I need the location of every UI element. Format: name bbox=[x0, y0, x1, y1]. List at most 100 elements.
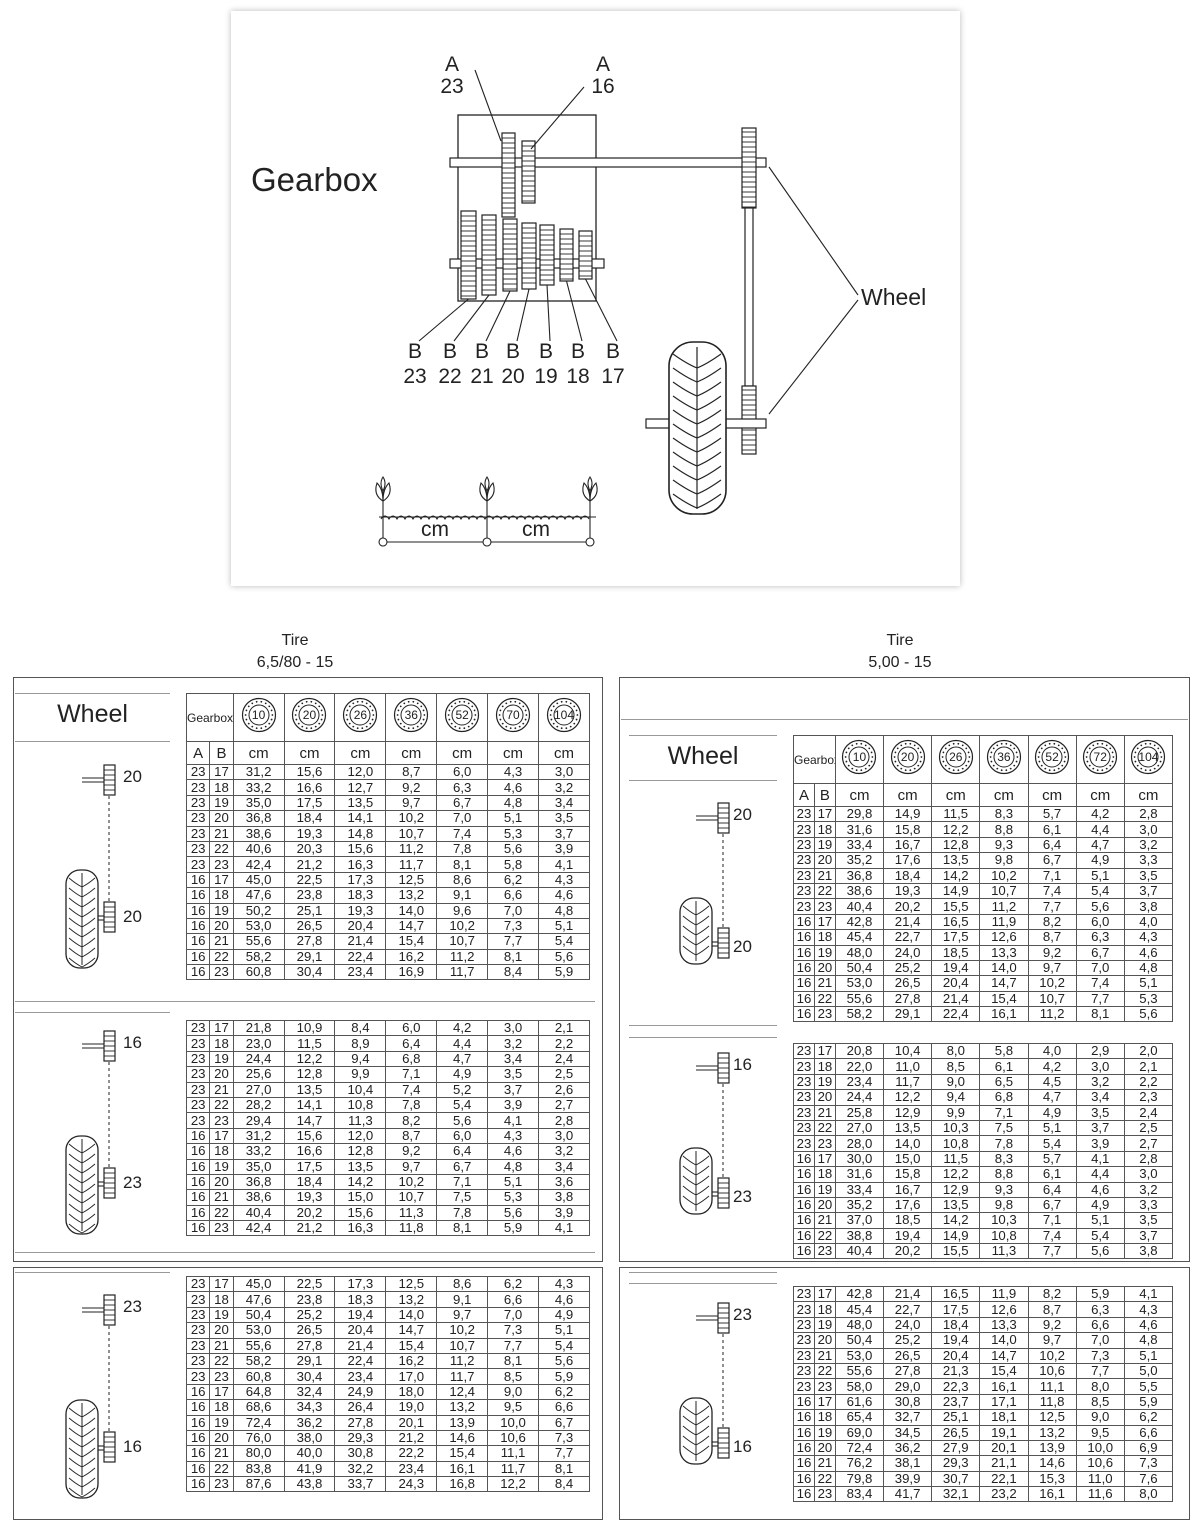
a-leader-line bbox=[530, 86, 585, 150]
spacing-cell: 11,0 bbox=[1075, 1470, 1125, 1488]
spacing-cell: 10,2 bbox=[1027, 975, 1077, 992]
spacing-cell: 29,8 bbox=[834, 805, 885, 823]
spacing-cell: 9,4 bbox=[931, 1089, 981, 1106]
spacing-cell: 9,9 bbox=[931, 1104, 981, 1121]
gear-a-cell: 23 bbox=[185, 1096, 211, 1114]
spacing-cell: 13,3 bbox=[979, 1316, 1029, 1334]
unit-heading: cm bbox=[283, 741, 336, 765]
spacing-cell: 7,7 bbox=[1075, 990, 1125, 1008]
bottom-sprocket-teeth: 20 bbox=[123, 907, 142, 926]
spacing-cell: 22,4 bbox=[931, 1006, 981, 1023]
spacing-cell: 64,8 bbox=[232, 1383, 285, 1401]
seed-disc-holes: 104 bbox=[1138, 750, 1159, 764]
spacing-cell: 3,7 bbox=[538, 825, 590, 842]
spacing-cell: 7,6 bbox=[1123, 1470, 1174, 1488]
gear-a-cell: 23 bbox=[793, 852, 815, 869]
spacing-cell: 14,9 bbox=[931, 1227, 981, 1245]
spacing-cell: 5,3 bbox=[1123, 990, 1174, 1008]
spacing-cell: 6,6 bbox=[487, 887, 539, 904]
spacing-cell: 18,1 bbox=[979, 1409, 1029, 1426]
spacing-cell: 11,6 bbox=[1075, 1486, 1125, 1503]
bottom-sprocket-teeth: 20 bbox=[733, 937, 752, 956]
spacing-cell: 25,6 bbox=[232, 1066, 285, 1083]
spacing-cell: 27,8 bbox=[883, 990, 933, 1008]
bottom-sprocket-teeth: 23 bbox=[123, 1173, 142, 1192]
seed-disc-heading: 10 bbox=[834, 735, 885, 784]
spacing-cell: 18,4 bbox=[283, 1173, 336, 1191]
spacing-cell: 3,2 bbox=[1123, 1181, 1174, 1198]
spacing-cell: 11,1 bbox=[487, 1445, 539, 1462]
spacing-cell: 8,1 bbox=[436, 1220, 489, 1237]
spacing-cell: 6,9 bbox=[1123, 1439, 1174, 1457]
spacing-cell: 3,5 bbox=[538, 810, 590, 827]
spacing-cell: 10,7 bbox=[1027, 990, 1077, 1008]
spacing-cell: 4,8 bbox=[487, 794, 539, 812]
spacing-cell: 16,5 bbox=[931, 1285, 981, 1303]
spacing-cell: 6,6 bbox=[1123, 1424, 1174, 1441]
gear-b-cell: 21 bbox=[209, 933, 234, 950]
spacing-cell: 17,6 bbox=[883, 852, 933, 869]
spacing-cell: 3,3 bbox=[1123, 852, 1174, 869]
seed-disc-heading: 104 bbox=[538, 693, 590, 742]
sprocket-pair-icon bbox=[679, 1052, 730, 1215]
gear-a-cell: 23 bbox=[793, 805, 815, 823]
spacing-cell: 4,0 bbox=[1027, 1042, 1077, 1060]
spacing-cell: 20,1 bbox=[385, 1414, 438, 1431]
top-sprocket-teeth: 16 bbox=[733, 1055, 752, 1074]
spacing-cell: 22,2 bbox=[385, 1445, 438, 1462]
spacing-cell: 7,3 bbox=[538, 1429, 590, 1447]
spacing-cell: 35,0 bbox=[232, 794, 285, 812]
spacing-cell: 12,9 bbox=[931, 1181, 981, 1198]
spacing-cell: 8,1 bbox=[487, 1352, 539, 1370]
seed-disc-holes: 36 bbox=[997, 750, 1011, 764]
spacing-cell: 26,5 bbox=[283, 1322, 336, 1339]
top-sprocket-icon bbox=[103, 1294, 116, 1326]
b-gear-teeth: 22 bbox=[438, 365, 461, 388]
spacing-cell: 5,7 bbox=[1027, 1150, 1077, 1168]
spacing-cell: 2,7 bbox=[1123, 1135, 1174, 1152]
spacing-cell: 33,2 bbox=[232, 779, 285, 796]
right-tire-caption: Tire 5,00 - 15 bbox=[805, 630, 995, 674]
spacing-cell: 34,5 bbox=[883, 1424, 933, 1441]
sprocket-pair-icon bbox=[65, 1294, 116, 1499]
gear-b-cell: 21 bbox=[813, 975, 836, 992]
spacing-cell: 20,3 bbox=[283, 840, 336, 858]
wheel-callout bbox=[768, 299, 859, 415]
spacing-cell: 7,0 bbox=[487, 1306, 539, 1324]
gear-b-cell: 23 bbox=[209, 856, 234, 873]
b-gear-letter: B bbox=[506, 340, 520, 363]
spacing-cell: 11,7 bbox=[436, 1368, 489, 1385]
spacing-cell: 53,0 bbox=[232, 917, 285, 935]
spacing-cell: 29,3 bbox=[931, 1455, 981, 1472]
spacing-cell: 26,5 bbox=[883, 1347, 933, 1364]
column-a-heading: A bbox=[793, 783, 815, 807]
gear-a-cell: 16 bbox=[793, 1196, 815, 1214]
spacing-cell: 11,2 bbox=[979, 898, 1029, 915]
wheel-callout bbox=[768, 166, 859, 296]
spacing-cell: 6,2 bbox=[538, 1383, 590, 1401]
gear-a-cell: 23 bbox=[185, 825, 211, 842]
spacing-cell: 3,3 bbox=[1123, 1196, 1174, 1214]
spacing-cell: 4,8 bbox=[1123, 959, 1174, 977]
spacing-cell: 5,6 bbox=[1075, 898, 1125, 915]
spacing-cell: 12,9 bbox=[883, 1104, 933, 1121]
b-leader-lines bbox=[418, 278, 618, 342]
spacing-unit-label: cm bbox=[421, 518, 449, 541]
gear-a-cell: 16 bbox=[185, 1158, 211, 1175]
spacing-cell: 65,4 bbox=[834, 1409, 885, 1426]
spacing-cell: 5,4 bbox=[1075, 1227, 1125, 1245]
gear-a-cell: 16 bbox=[793, 959, 815, 977]
spacing-cell: 12,5 bbox=[385, 871, 438, 889]
spacing-cell: 6,4 bbox=[1027, 836, 1077, 854]
spacing-cell: 14,0 bbox=[385, 1306, 438, 1324]
